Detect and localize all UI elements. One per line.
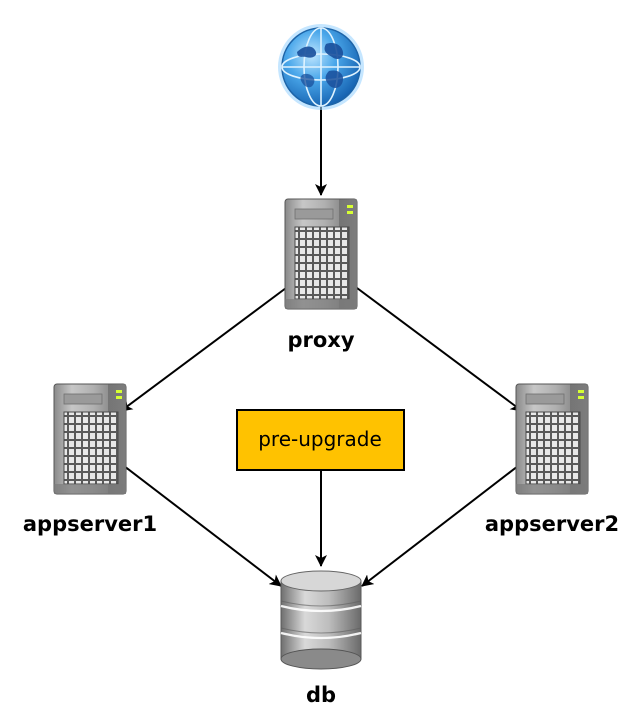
appserver1-label: appserver1: [23, 512, 157, 536]
edge-proxy-to-appserver2: [356, 287, 523, 412]
node-appserver1: [53, 383, 127, 495]
db-label: db: [306, 683, 336, 707]
appserver2-label: appserver2: [485, 512, 619, 536]
note-pre-upgrade: pre-upgrade: [236, 409, 405, 471]
node-internet: [278, 24, 364, 110]
database-icon: [280, 570, 362, 670]
edge-appserver2-to-db: [361, 465, 519, 587]
note-label: pre-upgrade: [258, 427, 382, 451]
node-appserver2: [515, 383, 589, 495]
server-icon: [284, 198, 358, 310]
proxy-label: proxy: [287, 328, 354, 352]
edge-proxy-to-appserver1: [120, 287, 287, 412]
node-proxy: [284, 198, 358, 310]
server-icon: [53, 383, 127, 495]
note-box: [236, 409, 405, 471]
node-db: [280, 570, 362, 670]
edges: [120, 96, 523, 587]
globe-icon: [278, 24, 364, 110]
edge-appserver1-to-db: [123, 465, 282, 587]
server-icon: [515, 383, 589, 495]
